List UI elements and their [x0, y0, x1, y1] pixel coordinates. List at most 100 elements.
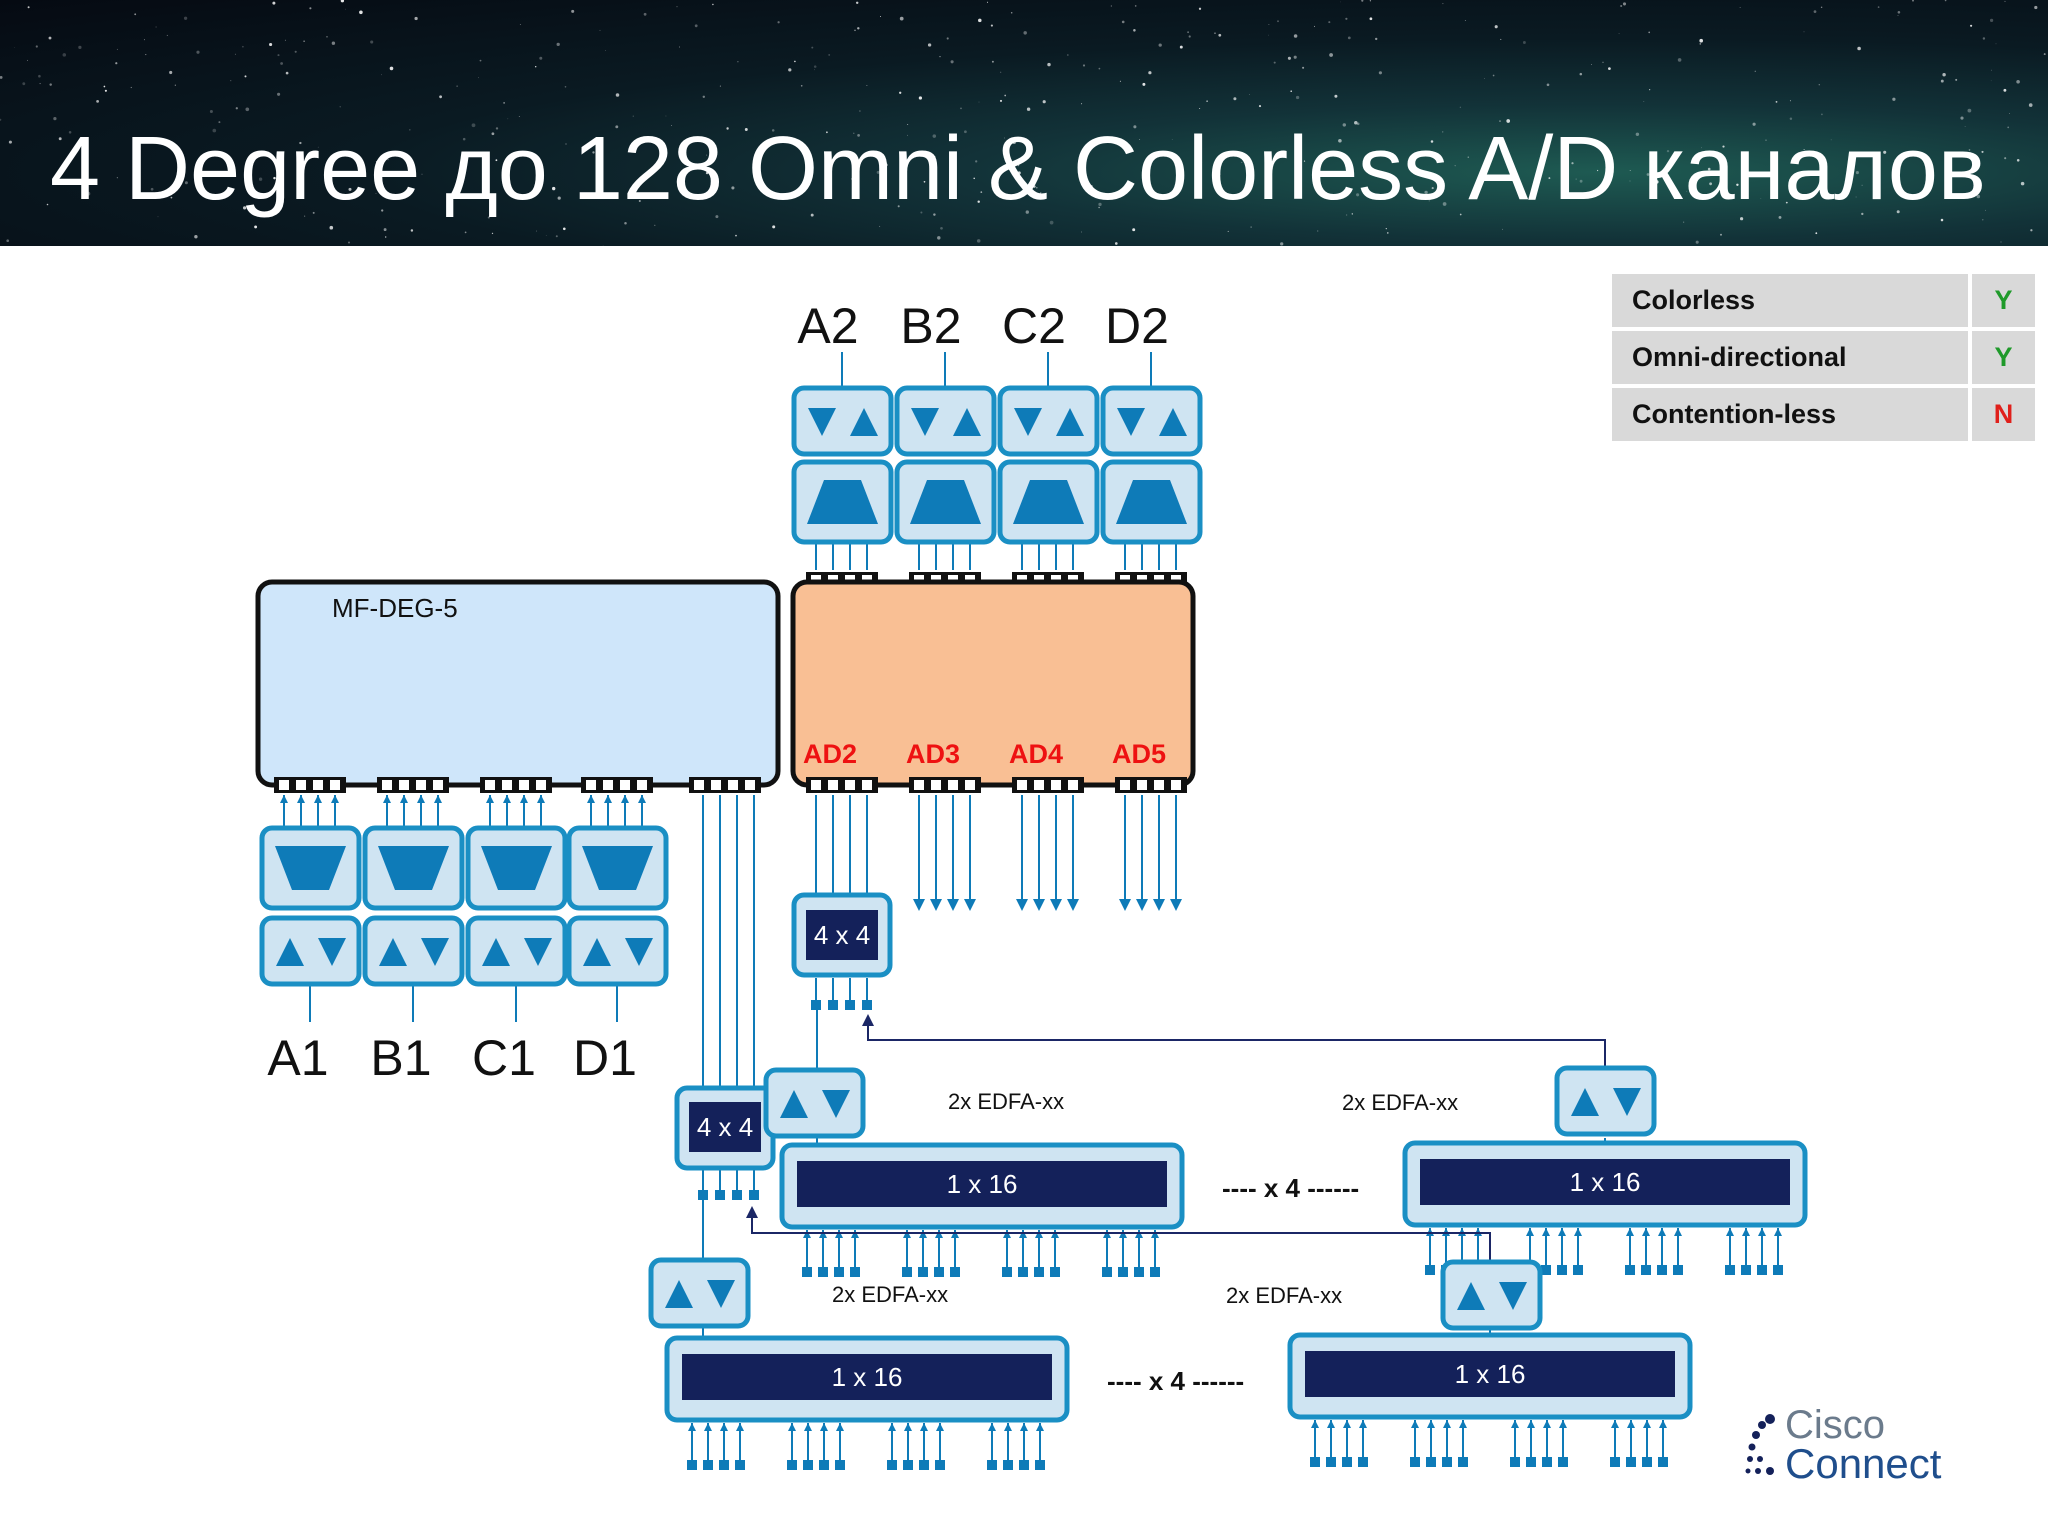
port-square	[803, 1460, 813, 1470]
port-square	[918, 1267, 928, 1277]
star	[1036, 186, 1038, 189]
arrowhead	[297, 795, 305, 803]
star	[491, 132, 495, 136]
legend-value: Y	[1968, 331, 2035, 384]
arrowhead	[820, 1423, 828, 1431]
star	[1338, 139, 1342, 143]
arrowhead	[638, 795, 646, 803]
port-square	[1510, 1457, 1520, 1467]
star	[1187, 31, 1189, 34]
star	[495, 159, 498, 162]
amp-triangle-up	[665, 1280, 693, 1308]
cisco-logo-mark	[1745, 1414, 1775, 1475]
star	[22, 82, 26, 86]
port-square	[903, 1460, 913, 1470]
star	[1968, 149, 1971, 151]
star	[1896, 210, 1900, 214]
star	[491, 232, 494, 235]
port-square	[811, 1000, 821, 1010]
star	[1442, 131, 1444, 133]
port-square	[1034, 1267, 1044, 1277]
mux-trapezoid	[910, 480, 981, 524]
port-square	[1757, 1265, 1767, 1275]
star	[1649, 89, 1651, 91]
arrowhead	[537, 795, 545, 803]
star	[1506, 119, 1511, 123]
star	[1579, 72, 1583, 76]
star	[883, 163, 888, 167]
port	[296, 780, 306, 790]
arrowhead	[604, 795, 612, 803]
amp-triangle-up	[1056, 408, 1084, 436]
star	[2008, 113, 2010, 114]
star	[1803, 148, 1805, 151]
star	[518, 116, 520, 118]
degree-label-top: B2	[900, 298, 961, 354]
amp-triangle-down	[318, 938, 346, 966]
star	[706, 154, 708, 156]
star	[1302, 66, 1305, 69]
star	[777, 21, 780, 24]
star	[851, 177, 853, 180]
port-square	[703, 1460, 713, 1470]
star	[157, 216, 159, 218]
star	[1861, 212, 1864, 216]
arrowhead	[1658, 1228, 1666, 1236]
repeat-label: ---- x 4 ------	[1222, 1173, 1359, 1203]
mux-trapezoid	[1013, 480, 1084, 524]
amplifier-top	[997, 385, 1100, 457]
star	[539, 56, 543, 60]
star	[1820, 6, 1823, 9]
star	[242, 45, 244, 48]
arrowhead	[704, 1423, 712, 1431]
star	[545, 234, 547, 236]
arrowhead	[1542, 1228, 1550, 1236]
legend-value: N	[1968, 388, 2035, 441]
star	[1110, 5, 1112, 7]
star	[1090, 185, 1093, 188]
arrowhead	[1611, 1420, 1619, 1428]
star	[1643, 100, 1645, 102]
logo-dot	[1758, 1421, 1766, 1429]
mux-trapezoid	[378, 846, 449, 890]
port-square	[1657, 1265, 1667, 1275]
star	[1268, 34, 1270, 36]
star	[800, 84, 803, 87]
port-square	[1542, 1457, 1552, 1467]
star	[1361, 0, 1364, 2]
star	[2043, 53, 2046, 56]
star	[810, 213, 814, 217]
star	[1981, 150, 1984, 153]
port-square	[1741, 1265, 1751, 1275]
mux-trapezoid	[481, 846, 552, 890]
star	[1133, 29, 1136, 32]
star	[1695, 240, 1699, 244]
star	[1273, 61, 1276, 64]
star	[245, 107, 250, 112]
arrowhead	[688, 1423, 696, 1431]
star	[2007, 126, 2010, 129]
port	[620, 780, 630, 790]
star	[565, 143, 567, 145]
edfa-label: 2x EDFA-xx	[832, 1282, 948, 1307]
star	[1431, 187, 1434, 190]
star	[1139, 139, 1141, 140]
port-square	[787, 1460, 797, 1470]
logo-dot	[1766, 1467, 1774, 1475]
star	[719, 85, 721, 87]
star	[1897, 15, 1899, 16]
arrowhead	[503, 795, 511, 803]
port-square	[749, 1190, 759, 1200]
star	[0, 118, 2, 121]
arrowhead	[1558, 1228, 1566, 1236]
port	[1120, 780, 1130, 790]
star	[183, 16, 188, 20]
arrowhead	[1643, 1420, 1651, 1428]
star	[602, 245, 604, 246]
arrowhead	[1459, 1420, 1467, 1428]
arrowhead	[804, 1423, 812, 1431]
star	[932, 155, 936, 159]
star	[1602, 61, 1604, 63]
star	[731, 186, 735, 190]
